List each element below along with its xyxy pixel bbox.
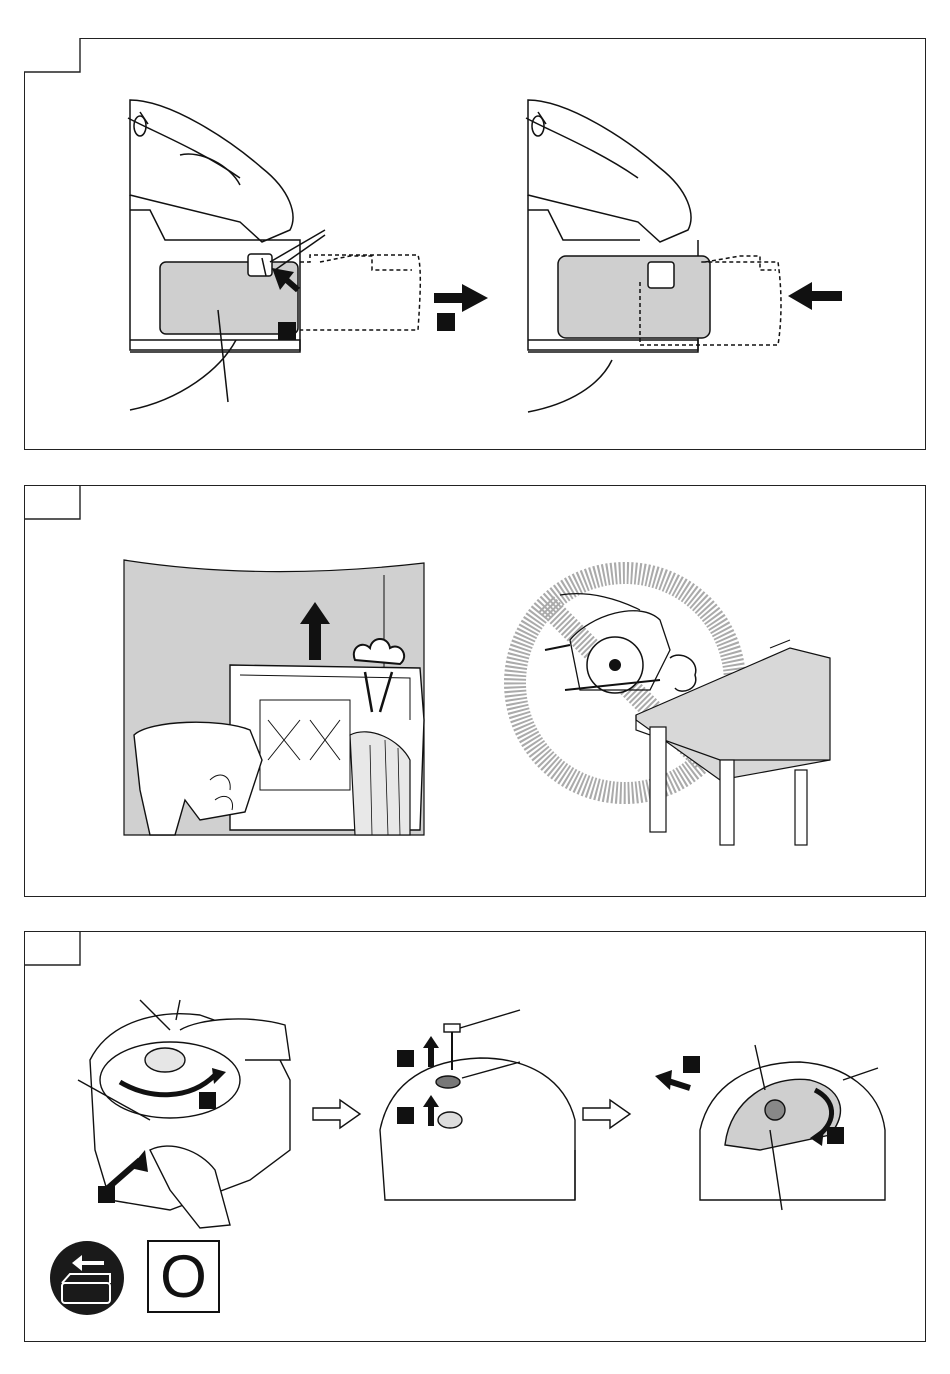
panel-tab — [24, 485, 80, 519]
arrow-icon — [788, 282, 842, 310]
panel-tab — [24, 931, 80, 965]
step-marker-square — [278, 322, 296, 340]
o-symbol-label: O — [160, 1247, 207, 1307]
step-marker-square — [437, 313, 455, 331]
arrow-icon — [434, 284, 488, 312]
battery-locked-figure — [526, 100, 781, 412]
tab-outline — [24, 931, 82, 967]
tab-outline — [24, 485, 82, 521]
panel-blade-guard-cleaning — [24, 485, 926, 897]
battery-pack — [558, 256, 710, 338]
battery-insert-figure — [128, 100, 420, 410]
o-symbol-box: O — [147, 1240, 220, 1313]
